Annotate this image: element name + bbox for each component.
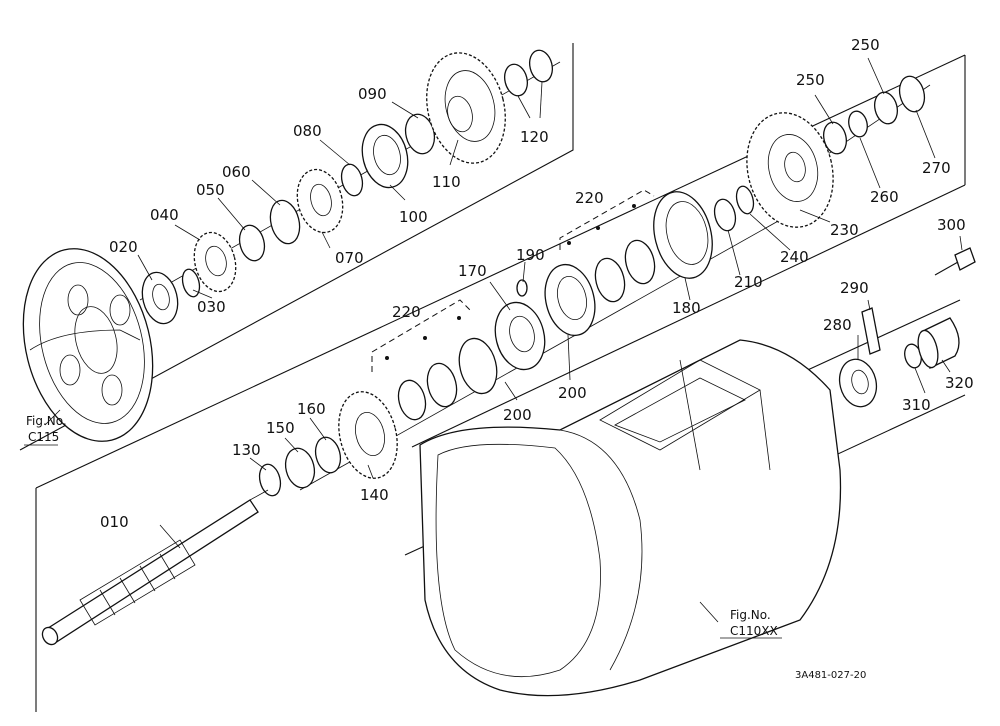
part-label-200-lower: 200	[503, 406, 532, 424]
part-label-010: 010	[100, 513, 129, 531]
upper-shaft-parts	[141, 49, 554, 325]
leader-lines	[44, 57, 963, 623]
part-label-090: 090	[358, 85, 387, 103]
part-label-120: 120	[520, 128, 549, 146]
part-label-140: 140	[360, 486, 389, 504]
part-label-200-upper: 200	[558, 384, 587, 402]
figure-ref-c115-line2: C115	[28, 430, 59, 444]
synchro-group-brackets	[371, 189, 655, 372]
part-label-060: 060	[222, 163, 251, 181]
part-label-270: 270	[922, 159, 951, 177]
figure-ref-c110xx-line1: Fig.No.	[730, 608, 771, 622]
figure-ref-c110xx: Fig.No. C110XX	[720, 608, 782, 639]
part-label-160: 160	[297, 400, 326, 418]
part-label-100: 100	[399, 208, 428, 226]
part-label-150: 150	[266, 419, 295, 437]
part-label-180: 180	[672, 299, 701, 317]
part-label-110: 110	[432, 173, 461, 191]
figure-ref-c110xx-line2: C110XX	[730, 624, 778, 638]
part-label-280: 280	[823, 316, 852, 334]
figure-ref-c115-line1: Fig.No.	[26, 414, 67, 428]
part-label-220-lower: 220	[392, 303, 421, 321]
middle-assembly-parts	[258, 185, 781, 497]
part-label-030: 030	[197, 298, 226, 316]
part-label-300: 300	[937, 216, 966, 234]
part-label-230: 230	[830, 221, 859, 239]
transmission-case	[419, 339, 842, 697]
right-upper-parts	[746, 75, 931, 228]
part-label-290: 290	[840, 279, 869, 297]
part-label-250-upper: 250	[851, 36, 880, 54]
drawing-code: 3A481-027-20	[795, 670, 866, 681]
part-label-070: 070	[335, 249, 364, 267]
part-label-040: 040	[150, 206, 179, 224]
main-shaft	[41, 489, 269, 646]
part-label-080: 080	[293, 122, 322, 140]
part-labels: 010 020 030 040 050 060 070 080 090 100 …	[100, 36, 974, 531]
part-label-240: 240	[780, 248, 809, 266]
part-label-260: 260	[870, 188, 899, 206]
right-lower-parts	[838, 247, 976, 408]
figure-ref-c115: Fig.No. C115	[24, 414, 67, 446]
part-label-210: 210	[734, 273, 763, 291]
part-label-220-upper: 220	[575, 189, 604, 207]
part-label-250-lower: 250	[796, 71, 825, 89]
part-label-050: 050	[196, 181, 225, 199]
flange-housing	[22, 248, 154, 442]
part-label-020: 020	[109, 238, 138, 256]
part-label-130: 130	[232, 441, 261, 459]
part-label-310: 310	[902, 396, 931, 414]
part-label-320: 320	[945, 374, 974, 392]
part-label-190: 190	[516, 246, 545, 264]
part-label-170: 170	[458, 262, 487, 280]
